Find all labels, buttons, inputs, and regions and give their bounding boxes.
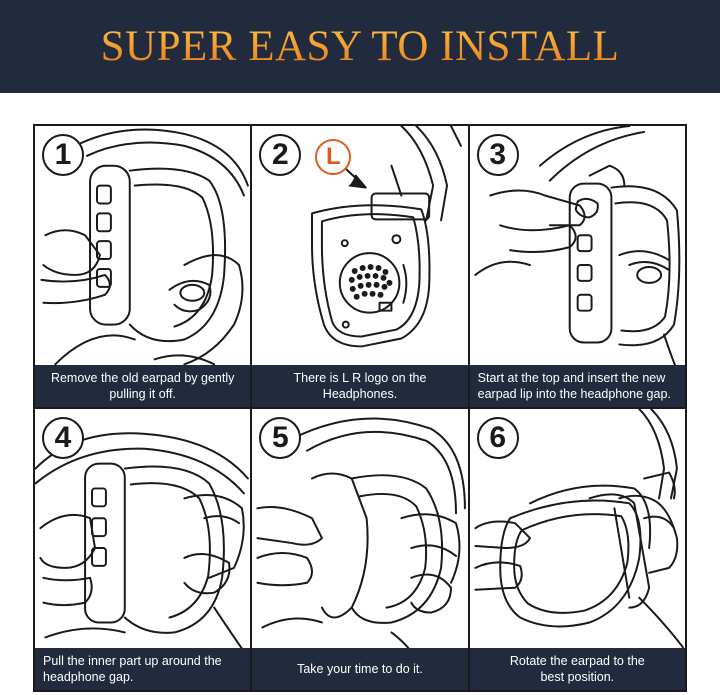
caption-line-1: Take your time to do it. (297, 662, 423, 676)
step-number-badge: 3 (476, 134, 519, 176)
step-caption: Start at the top and insert the new earp… (469, 365, 685, 407)
step-panel-4: 4 Pull the inner part up around the head… (35, 409, 251, 690)
step-panel-6: 6 Rotate the earpad to the best position… (469, 409, 685, 690)
step-2-illustration (311, 126, 463, 348)
step-caption: Rotate the earpad to the best position. (469, 648, 685, 690)
caption-line-1: Start at the top and insert the new (477, 371, 666, 385)
step-6-illustration (474, 409, 684, 649)
left-side-logo-badge: L (315, 139, 352, 175)
step-caption: Take your time to do it. (252, 648, 468, 690)
step-number-badge: 4 (42, 417, 84, 459)
caption-line-2: best position. (540, 670, 615, 684)
step-number-badge: 6 (476, 417, 519, 459)
step-caption: Pull the inner part up around the headph… (35, 648, 251, 690)
step-panel-5: 5 Take your time to do it. (252, 409, 468, 690)
step-panel-2: 2 L There is L R logo on the Headphones. (252, 126, 468, 407)
title-banner: SUPER EASY TO INSTALL (0, 0, 720, 93)
caption-line-2: pulling it off. (109, 387, 176, 401)
step-3-illustration (474, 126, 684, 386)
step-number-badge: 5 (259, 417, 302, 459)
step-panel-3: 3 Start at the top and insert the new ea… (469, 126, 685, 407)
step-panel-1: 1 Remove the old earpad by gently pullin… (35, 126, 251, 407)
caption-line-1: Pull the inner part up around the (43, 654, 222, 668)
step-caption: Remove the old earpad by gently pulling … (35, 365, 251, 407)
step-5-illustration (256, 417, 467, 669)
caption-line-2: Headphones. (322, 387, 398, 401)
caption-line-1: Rotate the earpad to the (509, 654, 645, 668)
step-number-badge: 1 (42, 134, 84, 176)
caption-line-1: There is L R logo on the (293, 371, 427, 385)
banner-title: SUPER EASY TO INSTALL (100, 23, 620, 70)
caption-line-2: earpad lip into the headphone gap. (477, 387, 671, 401)
step-1-illustration (40, 128, 249, 366)
steps-grid: 1 Remove the old earpad by gently pullin… (33, 124, 687, 692)
step-caption: There is L R logo on the Headphones. (252, 365, 468, 407)
caption-line-1: Remove the old earpad by gently (50, 371, 235, 385)
step-number-badge: 2 (259, 134, 302, 176)
caption-line-2: headphone gap. (43, 670, 134, 684)
